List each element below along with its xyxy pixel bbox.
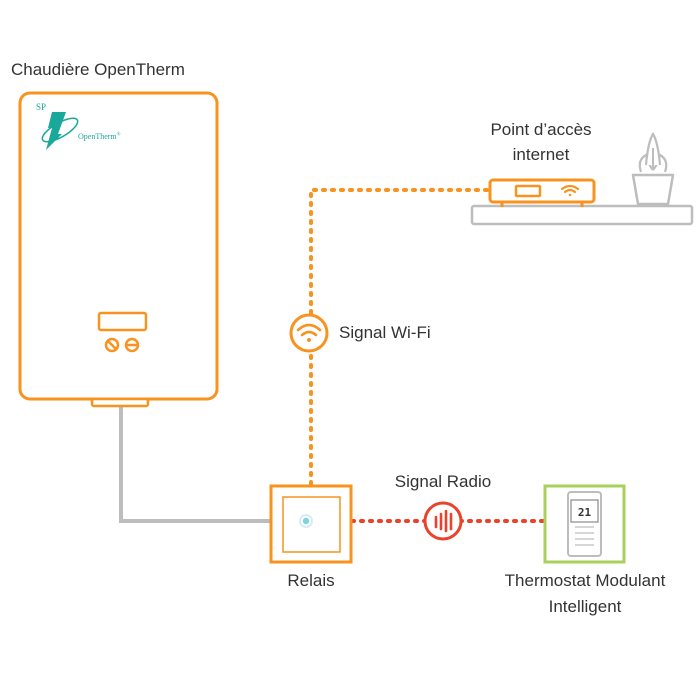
access-point-label-line2: internet bbox=[512, 145, 570, 164]
thermostat-display-value: 21 bbox=[578, 506, 592, 519]
wifi-signal-icon bbox=[289, 313, 329, 353]
boiler-knob-left bbox=[104, 337, 120, 353]
logo-wordmark-text: OpenTherm bbox=[78, 132, 117, 141]
wifi-signal-label: Signal Wi-Fi bbox=[339, 323, 431, 342]
logo-registered-mark: ® bbox=[116, 132, 121, 138]
boiler bbox=[18, 91, 219, 408]
boiler-relay-cable bbox=[119, 407, 272, 523]
boiler-display bbox=[97, 311, 148, 332]
relay-led bbox=[302, 517, 310, 525]
thermostat-screen bbox=[570, 499, 599, 523]
radio-signal-label: Signal Radio bbox=[394, 472, 492, 491]
relay-label: Relais bbox=[287, 571, 335, 590]
opentherm-logo-icon bbox=[41, 112, 79, 150]
access-point bbox=[470, 131, 694, 226]
router-display bbox=[514, 184, 542, 198]
boiler-title: Chaudière OpenTherm bbox=[11, 60, 185, 79]
logo-wordmark: OpenTherm® bbox=[78, 132, 120, 141]
thermostat-label-line2: Intelligent bbox=[548, 597, 622, 616]
radio-signal-icon bbox=[423, 501, 463, 541]
plant-pot-icon bbox=[631, 131, 675, 206]
shelf bbox=[470, 204, 694, 226]
thermostat-label-line1: Thermostat Modulant bbox=[504, 571, 666, 590]
router-wifi-icon bbox=[560, 184, 580, 197]
router-body bbox=[488, 178, 596, 204]
thermostat: 21 bbox=[543, 484, 626, 564]
relay bbox=[269, 484, 353, 564]
boiler-connector bbox=[90, 397, 150, 408]
logo-letters: SP bbox=[36, 102, 47, 112]
access-point-label-line1: Point d’accès bbox=[490, 120, 592, 139]
boiler-knob-right bbox=[124, 337, 140, 353]
wifi-link bbox=[309, 188, 492, 486]
